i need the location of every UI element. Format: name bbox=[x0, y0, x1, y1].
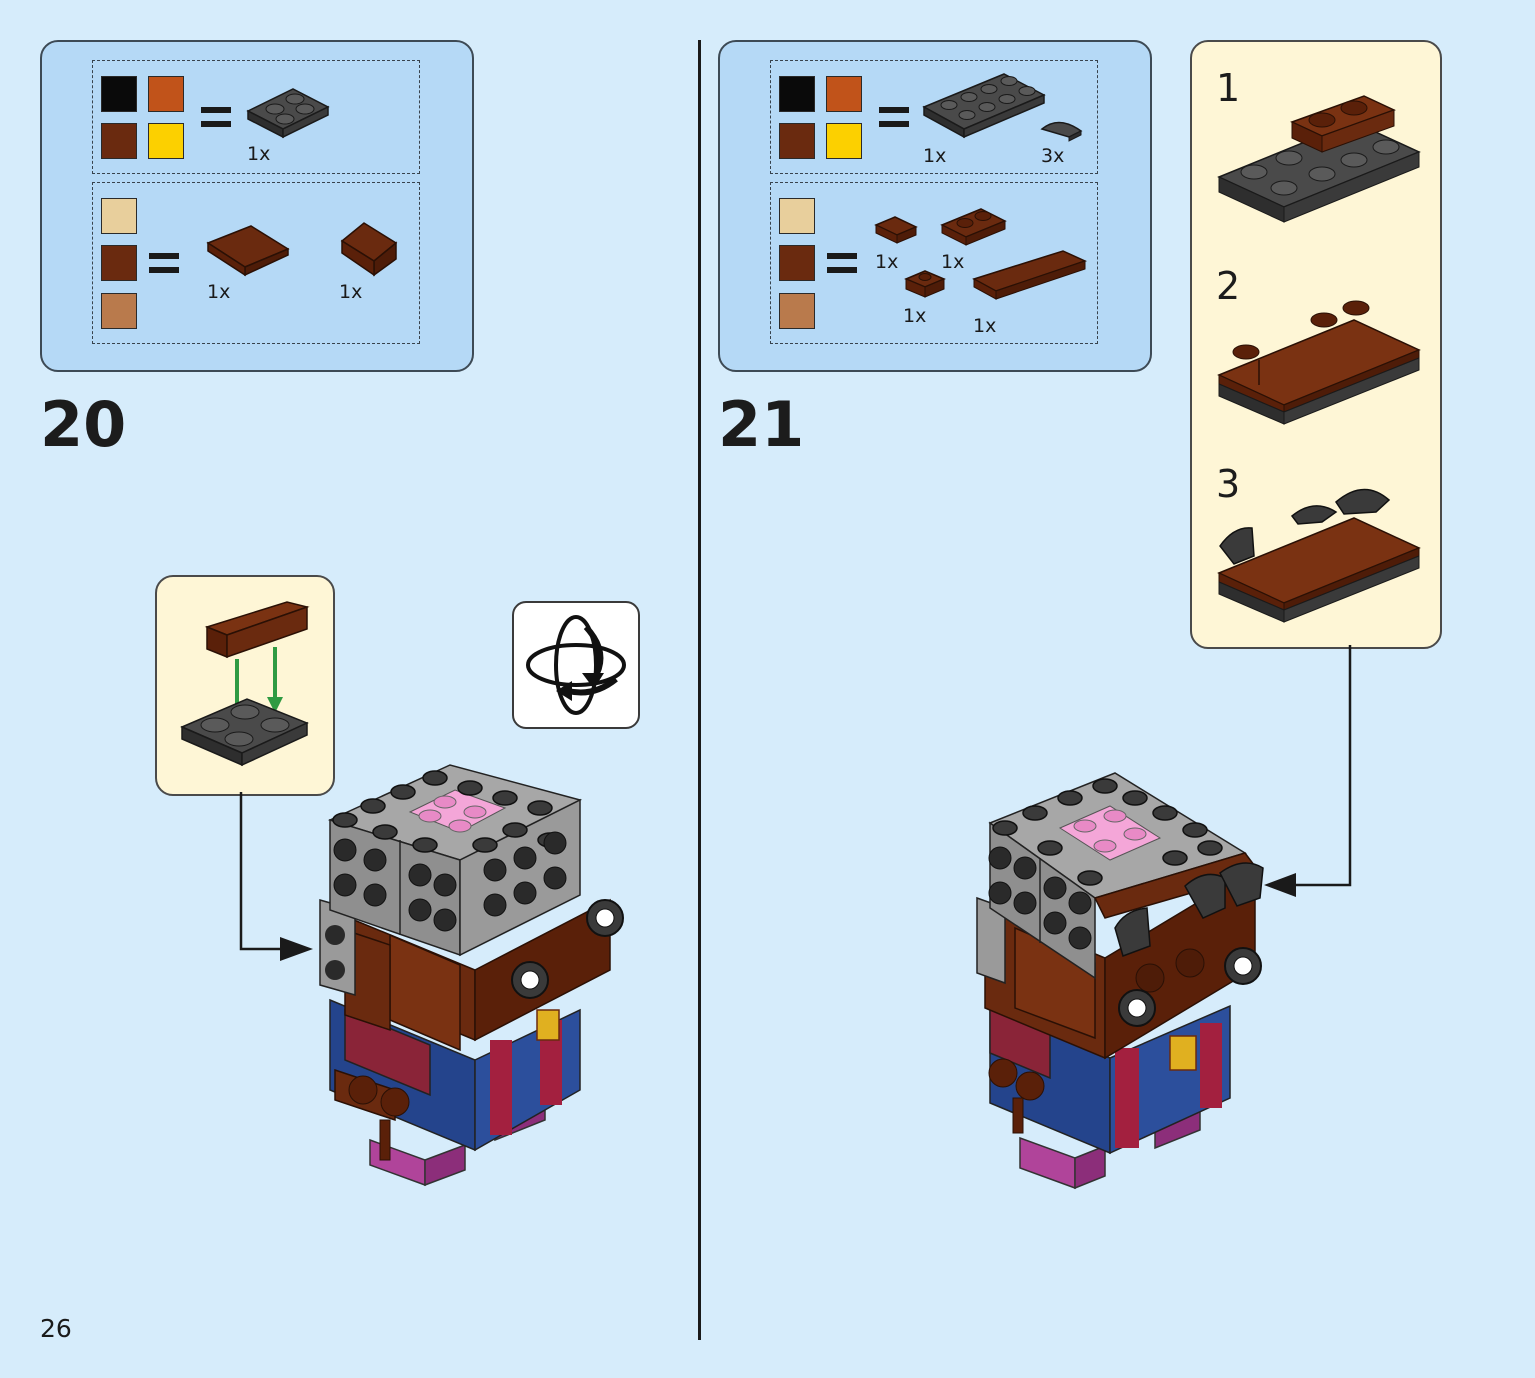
substep-number: 1 bbox=[1216, 66, 1241, 110]
color-swatch-black bbox=[101, 76, 137, 112]
step-divider-line bbox=[698, 40, 701, 1340]
color-swatch-medium-nougat bbox=[779, 293, 815, 329]
tile-1x4-icon bbox=[972, 250, 1088, 300]
substep1-illustration bbox=[1217, 95, 1421, 223]
step21-parts-panel: 1x 3x 1x 1x 1x bbox=[718, 40, 1152, 372]
part-quantity: 1x bbox=[973, 315, 997, 337]
part-quantity: 1x bbox=[339, 281, 363, 303]
part-quantity: 1x bbox=[941, 251, 965, 273]
rotate-model-box bbox=[512, 601, 640, 729]
step-number: 20 bbox=[40, 388, 127, 461]
equals-icon bbox=[879, 107, 909, 129]
equals-icon bbox=[201, 107, 231, 129]
step21-parts-group-brown: 1x 1x 1x 1x bbox=[770, 182, 1098, 344]
substep2-illustration bbox=[1217, 300, 1421, 425]
color-swatch-reddish-brown bbox=[101, 245, 137, 281]
color-swatch-tan bbox=[779, 198, 815, 234]
callout-connector-line bbox=[1264, 645, 1352, 897]
step20-parts-group-brown: 1x 1x bbox=[92, 182, 420, 344]
color-swatch-black bbox=[779, 76, 815, 112]
rotate-icon bbox=[526, 615, 626, 715]
part-quantity: 1x bbox=[923, 145, 947, 167]
substep-number: 3 bbox=[1216, 462, 1241, 506]
step20-parts-group-dark: 1x bbox=[92, 60, 420, 174]
color-swatch-reddish-brown bbox=[779, 245, 815, 281]
subassembly-illustration bbox=[180, 601, 310, 767]
slope-icon bbox=[340, 222, 398, 277]
step21-parts-group-dark: 1x 3x bbox=[770, 60, 1098, 174]
brickheadz-model-step20 bbox=[319, 764, 624, 1187]
color-swatch-medium-nougat bbox=[101, 293, 137, 329]
part-quantity: 1x bbox=[875, 251, 899, 273]
equals-icon bbox=[149, 253, 179, 275]
step20-parts-panel: 1x 1x 1x bbox=[40, 40, 474, 372]
color-swatch-tan bbox=[101, 198, 137, 234]
part-quantity: 3x bbox=[1041, 145, 1065, 167]
color-swatch-dark-orange bbox=[148, 76, 184, 112]
step20-subassembly-callout bbox=[155, 575, 335, 796]
quarter-round-tile-icon bbox=[1040, 121, 1083, 142]
plate-1x2-icon bbox=[940, 208, 1007, 246]
substep3-illustration bbox=[1217, 488, 1421, 623]
round-plate-icon bbox=[904, 270, 946, 298]
color-swatch-dark-orange bbox=[826, 76, 862, 112]
part-quantity: 1x bbox=[247, 143, 271, 165]
color-swatch-yellow bbox=[826, 123, 862, 159]
tile-1x2-icon bbox=[206, 225, 290, 277]
plate-2x4-icon bbox=[922, 73, 1046, 139]
step21-substeps-callout: 1 2 3 bbox=[1190, 40, 1442, 649]
step-number: 21 bbox=[718, 388, 805, 461]
part-quantity: 1x bbox=[207, 281, 231, 303]
color-swatch-yellow bbox=[148, 123, 184, 159]
tile-1x1-icon bbox=[874, 216, 918, 244]
brickheadz-model-step21 bbox=[976, 772, 1264, 1190]
plate-2x2-icon bbox=[246, 88, 330, 139]
color-swatch-reddish-brown bbox=[779, 123, 815, 159]
page-number: 26 bbox=[40, 1314, 72, 1343]
callout-connector-line bbox=[239, 792, 313, 961]
equals-icon bbox=[827, 253, 857, 275]
substep-number: 2 bbox=[1216, 264, 1241, 308]
part-quantity: 1x bbox=[903, 305, 927, 327]
color-swatch-reddish-brown bbox=[101, 123, 137, 159]
